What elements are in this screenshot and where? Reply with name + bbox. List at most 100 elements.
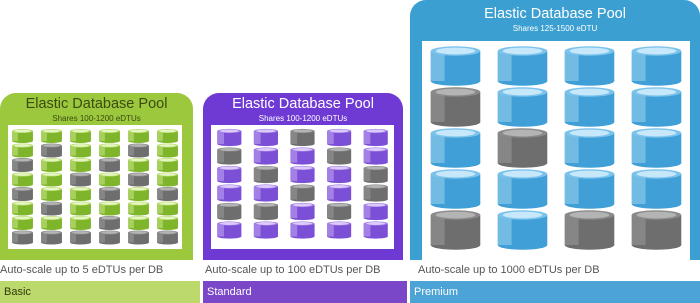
small-green-database-icon	[41, 158, 62, 172]
gray-database-icon	[41, 230, 62, 245]
small-green-database-icon	[128, 187, 149, 201]
pool-title: Elastic Database Pool	[484, 6, 626, 22]
pool-subtitle: Shares 100-1200 eDTUs	[258, 114, 348, 123]
gray-database-icon	[631, 210, 682, 250]
pool-title: Elastic Database Pool	[25, 96, 168, 112]
premium-pool-card: Elastic Database Pool Shares 125-1500 eD…	[410, 0, 700, 260]
small-green-database-icon	[41, 129, 62, 143]
gray-database-icon	[12, 230, 33, 245]
small-green-database-icon	[128, 216, 149, 230]
pool-title: Elastic Database Pool	[232, 96, 374, 112]
medium-purple-database-icon	[253, 128, 278, 147]
medium-purple-database-icon	[327, 128, 352, 147]
database-grid	[8, 125, 182, 249]
gray-database-icon	[290, 128, 315, 147]
scale-caption: Auto-scale up to 1000 eDTUs per DB	[418, 264, 600, 276]
basic-tier: Elastic Database Pool Shares 100-1200 eD…	[0, 0, 200, 303]
scale-caption: Auto-scale up to 5 eDTUs per DB	[0, 264, 164, 276]
gray-database-icon	[99, 216, 120, 230]
gray-database-icon	[363, 184, 388, 202]
premium-tier: Elastic Database Pool Shares 125-1500 eD…	[410, 0, 700, 303]
large-blue-database-icon	[430, 46, 481, 86]
large-blue-database-icon	[631, 87, 682, 127]
medium-purple-database-icon	[363, 221, 388, 239]
small-green-database-icon	[12, 216, 33, 230]
small-green-database-icon	[12, 143, 33, 158]
small-green-database-icon	[12, 172, 33, 187]
gray-database-icon	[128, 172, 149, 187]
small-green-database-icon	[157, 129, 178, 143]
small-green-database-icon	[70, 187, 91, 201]
small-green-database-icon	[41, 172, 62, 187]
large-blue-database-icon	[430, 169, 481, 209]
medium-purple-database-icon	[290, 147, 315, 165]
small-green-database-icon	[70, 201, 91, 216]
large-blue-database-icon	[564, 128, 615, 168]
gray-database-icon	[327, 202, 352, 221]
gray-database-icon	[157, 187, 178, 201]
small-green-database-icon	[70, 216, 91, 230]
tier-label: Premium	[410, 281, 700, 303]
small-green-database-icon	[41, 187, 62, 201]
small-green-database-icon	[99, 129, 120, 143]
small-green-database-icon	[12, 201, 33, 216]
large-blue-database-icon	[497, 87, 548, 127]
gray-database-icon	[290, 184, 315, 202]
gray-database-icon	[157, 230, 178, 245]
small-green-database-icon	[157, 172, 178, 187]
medium-purple-database-icon	[217, 184, 242, 202]
medium-purple-database-icon	[253, 221, 278, 239]
large-blue-database-icon	[497, 210, 548, 250]
gray-database-icon	[363, 165, 388, 184]
small-green-database-icon	[70, 158, 91, 172]
medium-purple-database-icon	[363, 202, 388, 221]
gray-database-icon	[70, 172, 91, 187]
pool-subtitle: Shares 100-1200 eDTUs	[52, 114, 141, 123]
standard-pool-card: Elastic Database Pool Shares 100-1200 eD…	[203, 93, 403, 260]
gray-database-icon	[564, 210, 615, 250]
medium-purple-database-icon	[290, 221, 315, 239]
medium-purple-database-icon	[290, 202, 315, 221]
large-blue-database-icon	[631, 128, 682, 168]
gray-database-icon	[497, 128, 548, 168]
small-green-database-icon	[41, 216, 62, 230]
small-green-database-icon	[12, 129, 33, 143]
gray-database-icon	[217, 147, 242, 165]
gray-database-icon	[99, 158, 120, 172]
large-blue-database-icon	[497, 169, 548, 209]
tier-label: Standard	[203, 281, 407, 303]
gray-database-icon	[430, 210, 481, 250]
gray-database-icon	[128, 143, 149, 158]
tier-label: Basic	[0, 281, 200, 303]
scale-caption: Auto-scale up to 100 eDTUs per DB	[205, 264, 381, 276]
medium-purple-database-icon	[327, 165, 352, 184]
medium-purple-database-icon	[217, 128, 242, 147]
small-green-database-icon	[128, 201, 149, 216]
medium-purple-database-icon	[327, 221, 352, 239]
gray-database-icon	[99, 187, 120, 201]
medium-purple-database-icon	[363, 147, 388, 165]
gray-database-icon	[70, 230, 91, 245]
gray-database-icon	[430, 87, 481, 127]
medium-purple-database-icon	[253, 147, 278, 165]
large-blue-database-icon	[631, 46, 682, 86]
medium-purple-database-icon	[217, 221, 242, 239]
gray-database-icon	[327, 147, 352, 165]
medium-purple-database-icon	[363, 128, 388, 147]
gray-database-icon	[253, 202, 278, 221]
gray-database-icon	[41, 201, 62, 216]
basic-pool-card: Elastic Database Pool Shares 100-1200 eD…	[0, 93, 193, 260]
medium-purple-database-icon	[253, 184, 278, 202]
small-green-database-icon	[157, 201, 178, 216]
gray-database-icon	[128, 230, 149, 245]
gray-database-icon	[99, 230, 120, 245]
small-green-database-icon	[70, 143, 91, 158]
large-blue-database-icon	[497, 46, 548, 86]
small-green-database-icon	[128, 129, 149, 143]
gray-database-icon	[41, 143, 62, 158]
gray-database-icon	[12, 158, 33, 172]
database-grid	[422, 41, 690, 260]
standard-tier: Elastic Database Pool Shares 100-1200 eD…	[203, 0, 407, 303]
small-green-database-icon	[99, 172, 120, 187]
small-green-database-icon	[99, 143, 120, 158]
